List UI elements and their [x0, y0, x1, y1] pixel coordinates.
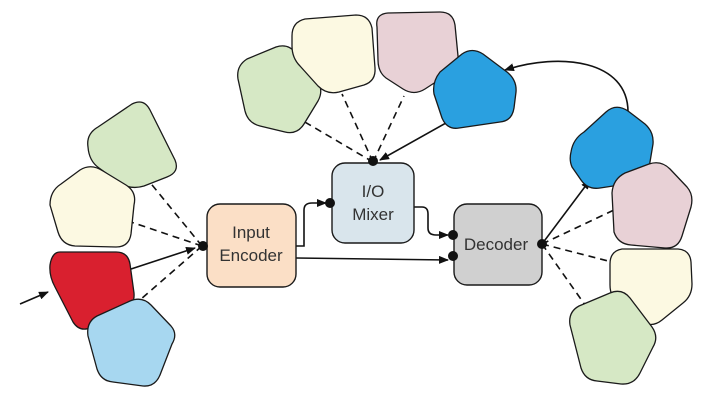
top-modules [237, 11, 517, 134]
dashed-link-top-3 [372, 95, 405, 163]
dashed-link-left-4 [132, 245, 203, 307]
output-module-pink [611, 162, 693, 249]
io-mixer-node: I/O Mixer [331, 162, 415, 244]
encoder-input-port [198, 241, 208, 251]
input-module-cream [49, 166, 136, 248]
mixer-top-port [368, 156, 378, 166]
decoder-input-port-2 [448, 251, 458, 261]
dashed-link-top-1 [297, 117, 374, 163]
io-mixer-label-line1: I/O [362, 182, 385, 201]
top-module-cream [291, 14, 376, 94]
input-encoder-label-line2: Encoder [219, 246, 283, 265]
input-module-green [87, 101, 178, 189]
input-modules [49, 101, 178, 387]
dashed-link-left-1 [147, 179, 203, 247]
top-module-blue [432, 49, 517, 129]
link-encoder-to-mixer [296, 199, 327, 247]
io-mixer-label-line2: Mixer [352, 205, 394, 224]
decoder-input-port-1 [448, 230, 458, 240]
connections [19, 60, 629, 313]
dashed-link-right-3 [541, 243, 613, 263]
dashed-link-right-4 [541, 243, 591, 313]
decoder-label: Decoder [464, 235, 529, 254]
input-module-light-blue [87, 298, 176, 387]
output-module-blue [569, 106, 654, 189]
external-input-arrow [19, 291, 49, 305]
top-module-green [237, 45, 322, 134]
solid-link-decoder-to-blue [541, 179, 591, 245]
dashed-link-right-2 [541, 209, 615, 245]
mixer-left-port [325, 198, 335, 208]
decoder-node: Decoder [453, 203, 543, 286]
input-encoder-label-line1: Input [232, 223, 270, 242]
dashed-link-left-2 [127, 220, 203, 247]
link-encoder-to-decoder [295, 255, 449, 264]
feedback-arrow [504, 60, 629, 113]
decoder-output-port [537, 239, 547, 249]
dashed-link-top-2 [341, 93, 374, 163]
output-module-green [569, 290, 657, 385]
solid-link-red-input [127, 247, 196, 271]
port-dots [198, 156, 547, 261]
input-encoder-node: Input Encoder [206, 203, 297, 288]
output-modules [569, 106, 693, 385]
link-mixer-to-decoder [414, 206, 449, 239]
